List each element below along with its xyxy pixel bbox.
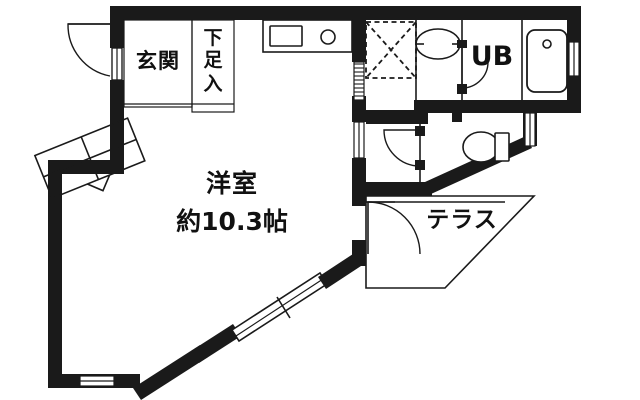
shoe-cabinet-label-2: 足: [203, 49, 223, 71]
main-room-label: 洋室: [206, 169, 258, 198]
bay-window-icon: [33, 117, 146, 200]
kitchen-counter: [262, 19, 353, 53]
bathtub-icon: [526, 29, 568, 93]
kitchen-sink-icon: [269, 25, 303, 47]
genkan-label: 玄関: [136, 49, 180, 73]
ub-label: UB: [471, 41, 514, 72]
main-room-area: 洋室 約10.3帖: [176, 169, 288, 236]
stove-burner-icon: [320, 29, 336, 45]
terrace-outline: [365, 195, 536, 289]
toilet-icon: [462, 131, 510, 163]
unit-bath-area: UB: [457, 20, 568, 100]
structural-walls: [48, 6, 581, 400]
counter-outline: [262, 19, 353, 53]
diagonal-sliding-window: [230, 271, 329, 343]
shoe-cabinet-label-1: 下: [203, 27, 222, 49]
ub-door[interactable]: [457, 40, 489, 94]
entrance-door[interactable]: [67, 23, 111, 77]
entrance-area: 玄関 下 足 入: [67, 19, 235, 113]
washroom-area: [365, 20, 463, 100]
toilet-area: [383, 124, 510, 182]
main-room-area-label: 約10.3帖: [176, 207, 288, 236]
shoe-cabinet-label-3: 入: [203, 73, 222, 95]
terrace-door[interactable]: [352, 196, 421, 255]
toilet-door[interactable]: [383, 126, 425, 170]
terrace-label: テラス: [426, 207, 498, 233]
hatched-partition-wall: [353, 61, 365, 101]
terrace-area: テラス: [352, 195, 536, 289]
shoe-cabinet-box: [191, 19, 235, 113]
wash-basin-icon: [415, 28, 462, 60]
